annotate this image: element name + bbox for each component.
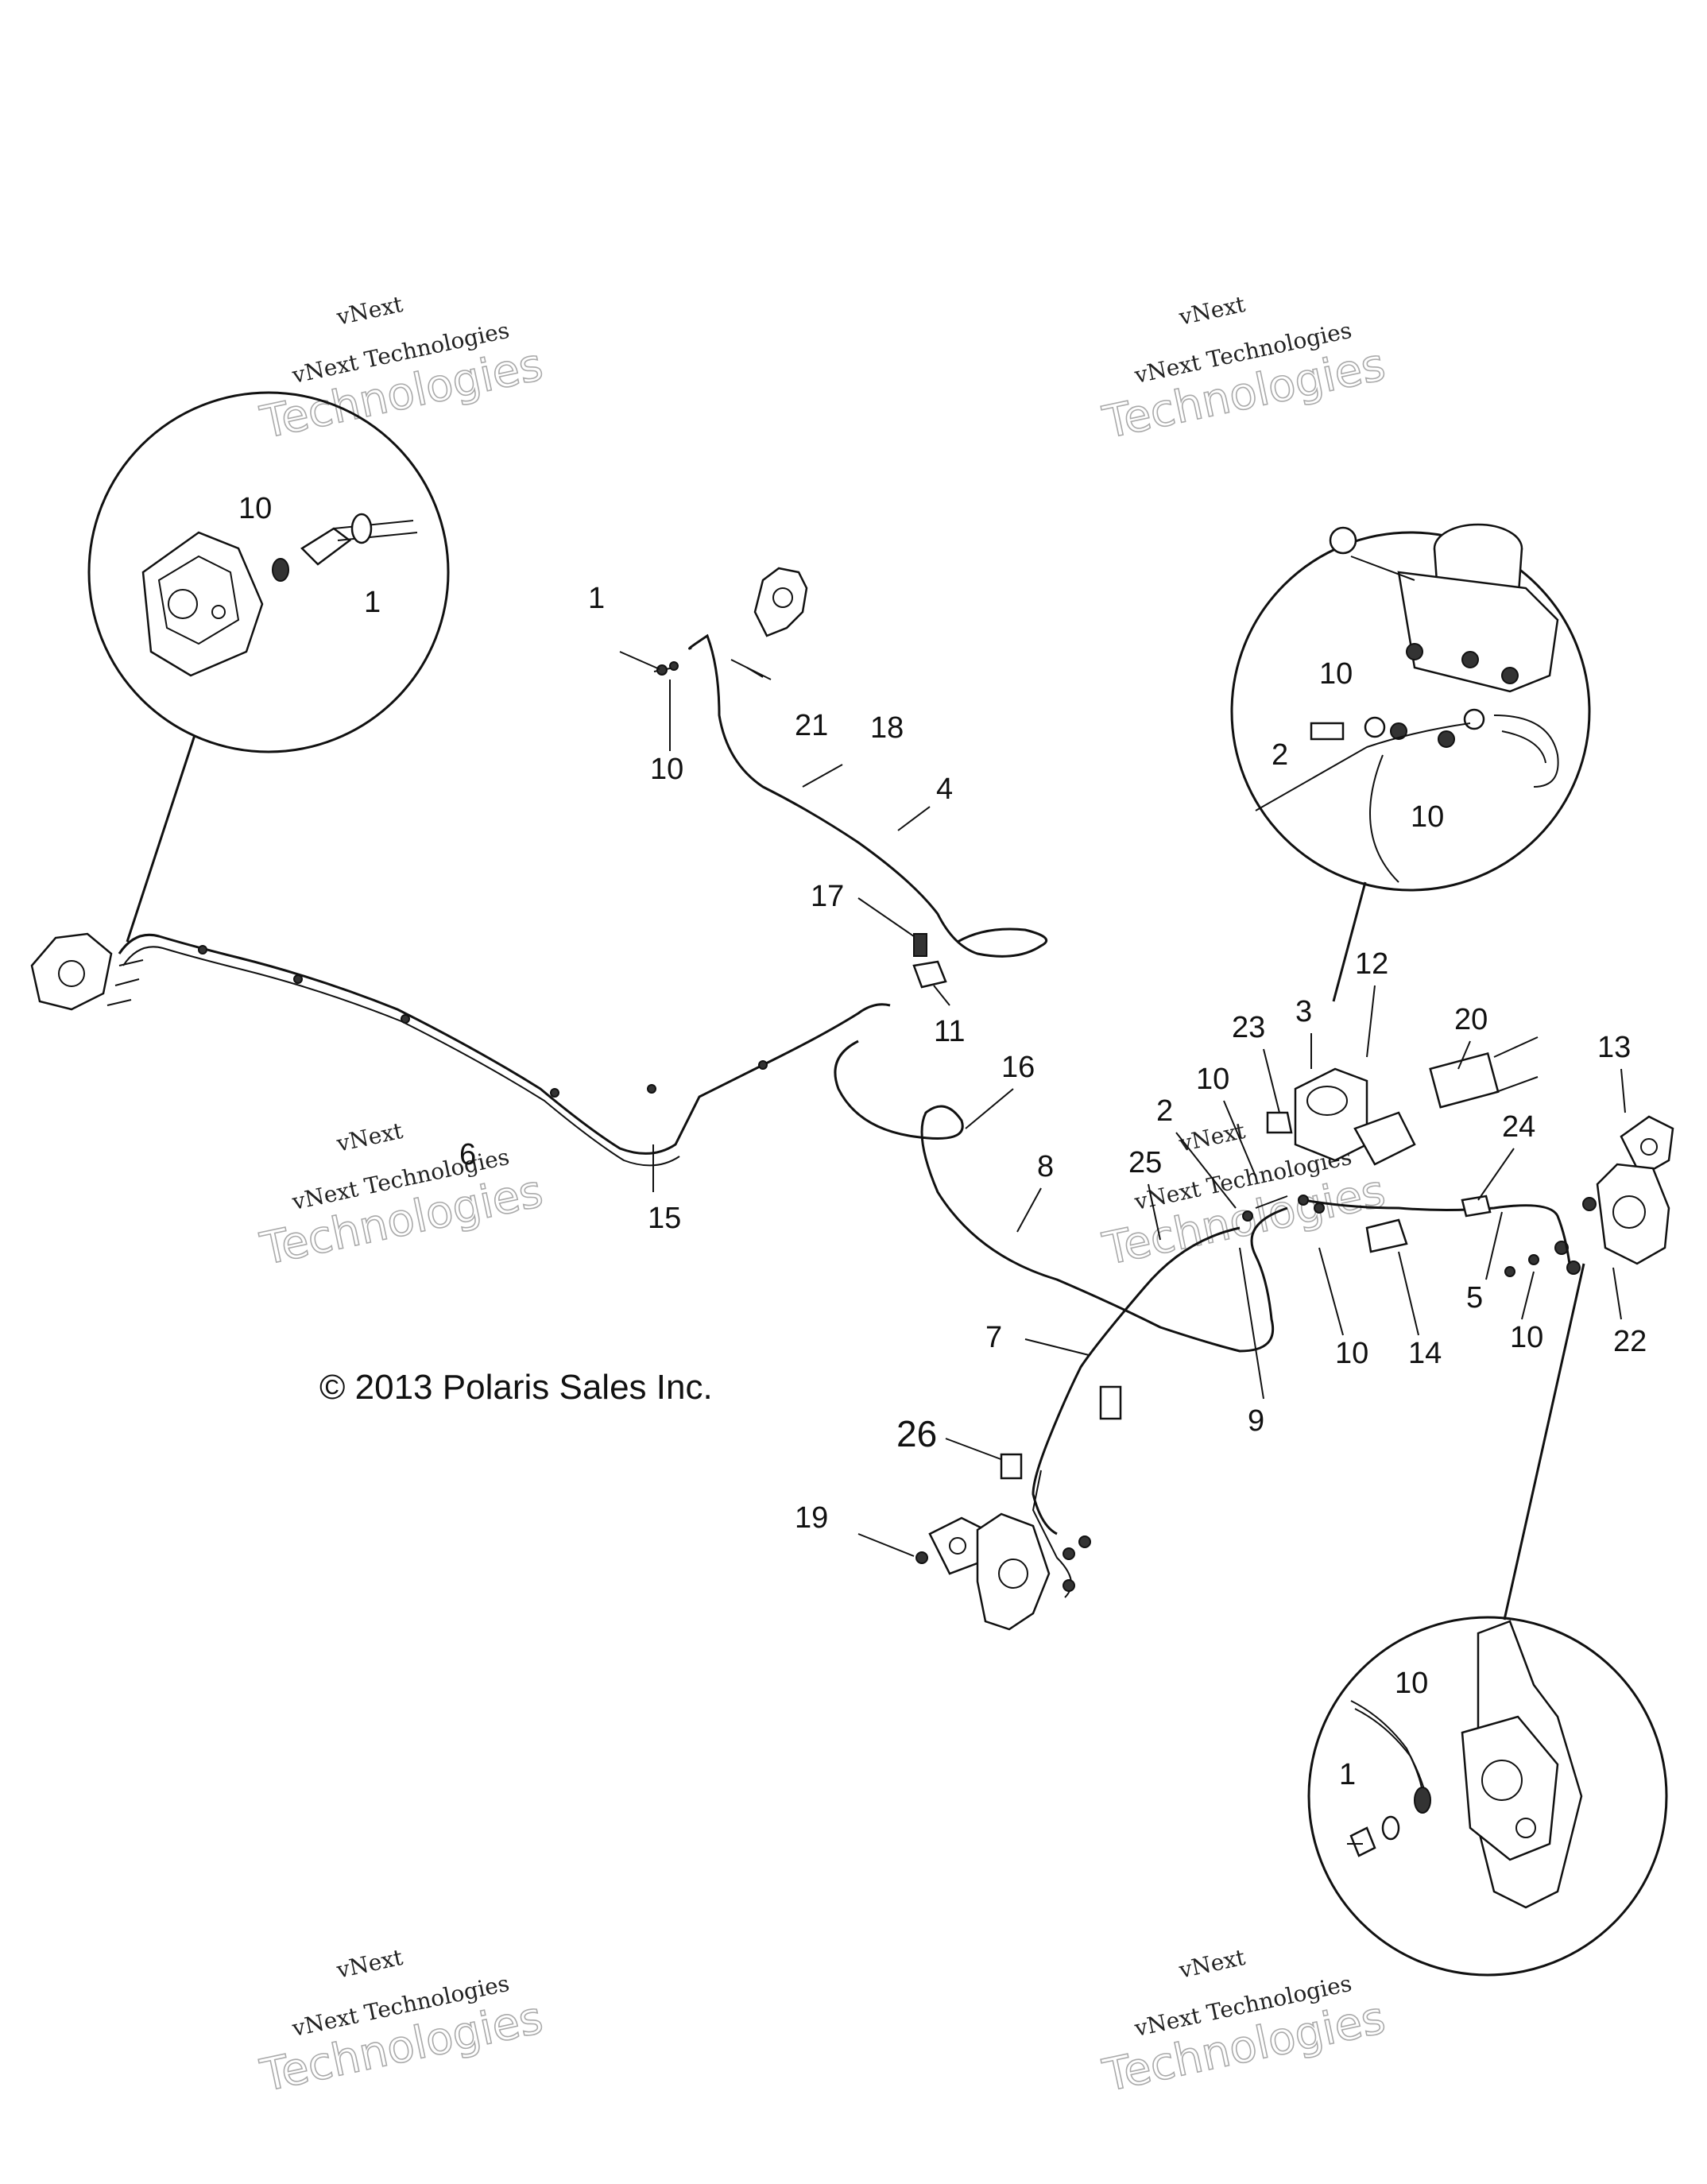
brake-line-6 — [30, 932, 891, 1167]
svg-text:vNext: vNext — [334, 1117, 406, 1157]
watermark-5: vNext vNext Technologies Technologies — [255, 1944, 548, 2103]
detail-circle-front-right — [1307, 1263, 1668, 1977]
callout-10-e: 10 — [1196, 1063, 1229, 1096]
callout-13: 13 — [1597, 1031, 1631, 1064]
brake-lines-rear — [834, 1040, 1571, 1598]
watermark-2: vNext vNext Technologies Technologies — [1097, 291, 1390, 450]
callout-2-a: 2 — [1272, 738, 1288, 772]
svg-text:vNext: vNext — [334, 1944, 406, 1984]
callout-21: 21 — [795, 709, 828, 742]
callout-3: 3 — [1295, 995, 1312, 1028]
callout-15: 15 — [648, 1202, 681, 1235]
copyright-text: © 2013 Polaris Sales Inc. — [319, 1368, 713, 1407]
svg-text:vNext: vNext — [334, 291, 406, 331]
callout-26: 26 — [896, 1413, 937, 1454]
brake-line-4 — [619, 567, 1048, 958]
watermark-6: vNext vNext Technologies Technologies — [1097, 1944, 1390, 2103]
callout-10-d: 10 — [1411, 800, 1444, 834]
callout-10-a: 10 — [238, 492, 272, 525]
svg-text:vNext: vNext — [1176, 1944, 1248, 1984]
callout-7: 7 — [985, 1321, 1002, 1354]
callout-24: 24 — [1502, 1110, 1535, 1144]
callout-25: 25 — [1128, 1146, 1162, 1179]
callout-23: 23 — [1232, 1011, 1265, 1044]
detail-circle-master-cylinder — [1230, 523, 1591, 1002]
callout-11: 11 — [934, 1015, 965, 1048]
callout-10-c: 10 — [1319, 657, 1353, 691]
callout-10-g: 10 — [1510, 1321, 1543, 1354]
callout-9: 9 — [1248, 1404, 1264, 1438]
callout-6: 6 — [459, 1138, 476, 1171]
callout-10-b: 10 — [650, 753, 683, 786]
clip-17-11 — [857, 897, 950, 1006]
svg-text:vNext: vNext — [1176, 291, 1248, 331]
callout-14: 14 — [1408, 1337, 1442, 1370]
rear-caliper — [857, 1512, 1091, 1631]
callout-20: 20 — [1454, 1003, 1488, 1036]
svg-text:vNext: vNext — [1176, 1117, 1248, 1157]
callout-1-c: 1 — [1339, 1758, 1356, 1791]
callout-4: 4 — [936, 773, 953, 806]
master-cylinder-assembly — [1266, 1036, 1539, 1166]
callout-12: 12 — [1355, 947, 1388, 981]
right-front-caliper — [1554, 1115, 1674, 1275]
callout-8: 8 — [1037, 1150, 1054, 1183]
callout-1-b: 1 — [588, 582, 605, 615]
callout-17: 17 — [811, 880, 844, 913]
callout-5: 5 — [1466, 1281, 1483, 1315]
detail-circle-front-left — [87, 391, 450, 943]
callout-19: 19 — [795, 1501, 828, 1535]
callout-1-a: 1 — [364, 586, 381, 619]
callout-10-h: 10 — [1395, 1667, 1428, 1700]
callout-18: 18 — [870, 711, 904, 745]
watermark-3: vNext vNext Technologies Technologies — [255, 1117, 548, 1276]
callout-16: 16 — [1001, 1051, 1035, 1084]
watermark-1: vNext vNext Technologies Technologies — [255, 291, 548, 450]
callout-10-f: 10 — [1335, 1337, 1368, 1370]
callout-22: 22 — [1613, 1325, 1647, 1358]
callout-2-b: 2 — [1156, 1094, 1173, 1128]
